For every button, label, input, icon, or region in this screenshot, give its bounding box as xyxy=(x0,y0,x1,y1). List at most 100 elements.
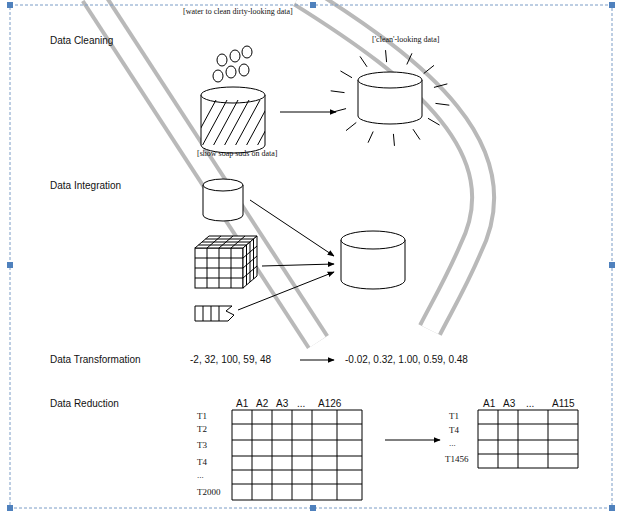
reduced-table xyxy=(478,410,578,468)
cube-grid-line xyxy=(243,266,257,278)
table-rule xyxy=(518,410,519,468)
flow-arrow xyxy=(262,264,334,266)
shine-ray xyxy=(386,50,387,62)
cube-grid-line xyxy=(231,236,245,248)
row-header: T1 xyxy=(449,411,459,421)
hatch-stroke xyxy=(201,100,227,145)
flow-arrow xyxy=(280,112,336,113)
table-rule xyxy=(498,410,499,468)
selection-handle xyxy=(7,2,13,8)
shine-rays xyxy=(331,50,450,146)
selection-frame xyxy=(10,5,612,508)
hatch-stroke xyxy=(212,100,238,145)
cube-grid-line xyxy=(243,256,257,268)
column-header: A126 xyxy=(318,398,341,410)
selection-handle xyxy=(310,505,316,511)
shine-ray xyxy=(340,71,352,78)
column-header: A3 xyxy=(503,398,515,410)
section-title: Data Cleaning xyxy=(50,35,113,47)
section-title: Data Reduction xyxy=(50,398,119,410)
watermark-stroke xyxy=(300,0,483,330)
column-header: A1 xyxy=(236,398,248,410)
cube-grid-line xyxy=(195,268,243,269)
hatch-stroke xyxy=(234,100,260,145)
bubble xyxy=(213,70,223,82)
cylinder-top xyxy=(201,87,265,103)
table-rule xyxy=(478,468,578,469)
target-cylinder xyxy=(341,231,405,289)
cylinder-body xyxy=(201,95,265,153)
table-rule xyxy=(478,410,578,411)
value-list: -2, 32, 100, 59, 48 xyxy=(190,354,271,366)
flow-arrow xyxy=(300,360,334,361)
bubble xyxy=(217,54,227,66)
hatch-stroke xyxy=(201,100,216,145)
row-header: T2 xyxy=(197,424,207,434)
watermark-band-inner xyxy=(92,0,483,342)
bubble xyxy=(239,64,249,76)
table-rule xyxy=(478,424,578,425)
cube-front xyxy=(195,248,243,288)
bubble xyxy=(242,46,252,58)
illustration-note: [show soap suds on data] xyxy=(197,149,277,158)
row-header: ... xyxy=(197,470,204,480)
row-header: T4 xyxy=(197,457,207,467)
row-header: ... xyxy=(449,438,456,448)
watermark-stroke xyxy=(92,0,318,342)
table-rule xyxy=(578,410,579,468)
cube-grid-line xyxy=(206,239,254,240)
flow-arrow xyxy=(238,272,334,310)
watermark-stroke xyxy=(300,0,483,330)
file-outline xyxy=(195,306,234,321)
cube-grid-line xyxy=(202,242,250,243)
section-title: Data Transformation xyxy=(50,354,141,366)
table-rule xyxy=(232,500,362,501)
clean-cylinder xyxy=(358,72,422,124)
shine-ray xyxy=(434,84,447,88)
data-cube xyxy=(195,236,257,288)
flow-arrows xyxy=(238,112,440,440)
column-header: A115 xyxy=(552,398,575,410)
shine-ray xyxy=(346,122,356,130)
flow-arrow xyxy=(250,200,334,256)
flat-file xyxy=(195,306,234,321)
dirt-hatching xyxy=(201,100,265,145)
dirty-cylinder xyxy=(190,87,293,153)
row-header: T2000 xyxy=(197,487,221,497)
cube-side xyxy=(243,236,257,288)
flow-arrow xyxy=(385,440,440,441)
cube-grid-line xyxy=(195,278,243,279)
value-list: -0.02, 0.32, 1.00, 0.59, 0.48 xyxy=(345,354,468,366)
shine-ray xyxy=(435,103,449,105)
cylinder-top xyxy=(203,179,243,191)
selection-handle xyxy=(7,262,13,268)
bubble xyxy=(230,50,240,62)
table-rule xyxy=(232,484,362,485)
column-header: A2 xyxy=(256,398,268,410)
row-header: T3 xyxy=(197,440,207,450)
row-header: T1456 xyxy=(445,454,469,464)
hatch-stroke xyxy=(256,100,265,145)
shine-ray xyxy=(393,134,394,146)
shine-ray xyxy=(368,132,373,143)
cube-grid-line xyxy=(253,239,254,279)
table-rule xyxy=(478,440,578,441)
table-rule xyxy=(232,424,362,425)
selection-handles xyxy=(7,2,615,511)
table-rule xyxy=(232,410,362,411)
shine-ray xyxy=(360,56,367,66)
shine-ray xyxy=(428,118,440,125)
illustration-note: ['clean'-looking data] xyxy=(372,35,440,44)
soap-bubbles xyxy=(213,46,252,82)
hatch-stroke xyxy=(223,100,249,145)
column-header: ... xyxy=(297,398,305,410)
cube-grid-line xyxy=(231,248,232,288)
shine-ray xyxy=(424,65,434,73)
table-rule xyxy=(478,454,578,455)
table-rule xyxy=(232,440,362,441)
column-header: A3 xyxy=(276,398,288,410)
selection-handle xyxy=(609,262,615,268)
row-header: T4 xyxy=(449,425,459,435)
column-header: ... xyxy=(526,398,534,410)
